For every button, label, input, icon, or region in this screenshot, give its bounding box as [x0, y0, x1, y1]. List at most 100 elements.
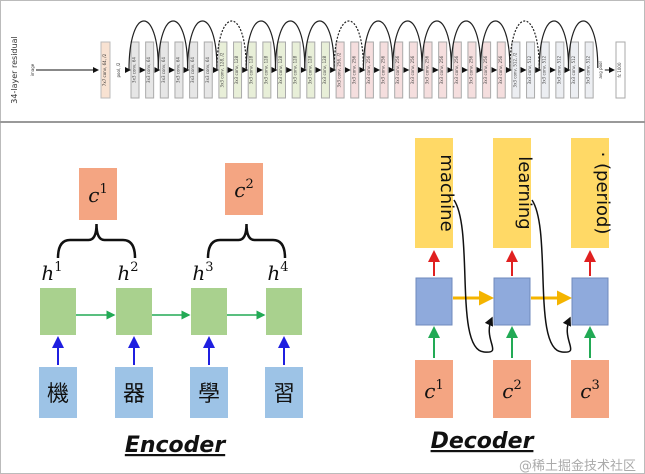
layer-label: 3x3 conv, 128	[278, 55, 283, 84]
decoder-hidden-box	[493, 277, 531, 326]
layer-label: 3x3 conv, 256, /2	[337, 52, 342, 87]
layer-label: 3x3 conv, 256	[351, 55, 356, 84]
layer-label: 3x3 conv, 128	[234, 55, 239, 84]
layer-label: 3x3 conv, 512	[527, 55, 532, 84]
layer-label: 3x3 conv, 64	[205, 57, 210, 83]
resnet-input-label: image	[30, 63, 35, 76]
skip-connection	[128, 20, 159, 71]
encoder-title: Encoder	[125, 433, 227, 458]
skip-connection	[538, 20, 570, 71]
layer-box	[467, 41, 477, 99]
layer-label: 3x3 conv, 64	[175, 57, 180, 83]
fc-label: fc 1000	[617, 62, 622, 78]
layer-box	[584, 41, 594, 99]
decoder-output-box	[415, 138, 453, 248]
feedback-arrow	[531, 199, 572, 353]
layer-box	[438, 41, 448, 99]
layer-label: 3x3 conv, 128	[249, 55, 254, 84]
encoder-input-char: 學	[198, 382, 220, 407]
layer-box	[540, 41, 550, 99]
layer-box	[423, 41, 433, 99]
layer-box	[218, 41, 228, 99]
layer-box	[306, 41, 316, 99]
layer-box	[291, 41, 301, 99]
layer-box	[320, 41, 330, 99]
layer-label: 3x3 conv, 512, /2	[512, 52, 517, 87]
decoder-context-box	[571, 360, 609, 418]
encoder-context-box	[79, 168, 117, 220]
encoder-hidden-box	[116, 288, 152, 335]
layer-box	[394, 41, 404, 99]
decoder-output-word: learning	[514, 156, 535, 229]
encoder-input-box	[265, 367, 303, 418]
layer-box	[408, 41, 418, 99]
brace	[206, 223, 287, 259]
fc-box	[615, 41, 626, 99]
skip-connection	[245, 20, 277, 71]
hidden-state-label: h3	[192, 260, 213, 285]
resnet-title: 34-layer residual	[10, 36, 19, 103]
encoder-input-char: 習	[273, 382, 295, 407]
hidden-state-label: h2	[117, 260, 138, 285]
decoder-output-word: · (period)	[592, 152, 613, 235]
encoder-context-box	[225, 163, 263, 215]
layer-label: 3x3 conv, 64	[161, 57, 166, 83]
encoder-input-box	[190, 367, 228, 418]
encoder-input-box	[39, 367, 77, 418]
layer-box	[145, 41, 155, 99]
layer-box	[174, 41, 184, 99]
layer-box	[159, 41, 169, 99]
layer-label: 3x3 conv, 256	[439, 55, 444, 84]
layer-label: 3x3 conv, 256	[366, 55, 371, 84]
watermark: @稀土掘金技术社区	[519, 458, 636, 474]
decoder-hidden-box	[415, 277, 453, 326]
layer-box	[247, 41, 257, 99]
layer-label: 3x3 conv, 512	[542, 55, 547, 84]
skip-connection	[509, 20, 540, 71]
layer-box	[335, 41, 345, 99]
encoder-input-box	[115, 367, 153, 418]
layer-box	[203, 41, 213, 99]
decoder-context-box	[493, 360, 531, 418]
layer-label: 3x3 conv, 256	[498, 55, 503, 84]
layer-label: 3x3 conv, 128	[322, 55, 327, 84]
decoder-output-box	[493, 138, 531, 248]
layer-label: 3x3 conv, 64	[190, 57, 195, 83]
skip-connection	[333, 20, 364, 71]
layer-label: 3x3 conv, 128	[293, 55, 298, 84]
layer-label: 3x3 conv, 64	[146, 57, 151, 83]
layer-label: 3x3 conv, 256	[468, 55, 473, 84]
layer-box-first	[100, 41, 111, 99]
skip-connection	[450, 20, 482, 71]
skip-connection	[362, 20, 394, 71]
encoder-hidden-box	[191, 288, 227, 335]
layer-label: 3x3 conv, 128	[307, 55, 312, 84]
layer-box	[570, 41, 579, 99]
layer-box	[277, 41, 286, 99]
skip-connection	[392, 20, 423, 71]
layer-box	[496, 41, 506, 99]
layer-label: 3x3 conv, 256	[395, 55, 400, 84]
decoder-hidden-box	[571, 277, 609, 326]
layer-label: 3x3 conv, 512	[556, 55, 561, 84]
hidden-state-label: h1	[41, 260, 62, 285]
skip-connection	[304, 20, 335, 71]
layer-label: 3x3 conv, 256	[425, 55, 430, 84]
layer-box	[262, 41, 272, 99]
avg-pool-label: avg pool	[598, 61, 603, 78]
layer-label: 3x3 conv, 64	[132, 57, 137, 83]
layer-box	[526, 41, 536, 99]
layer-label: 3x3 conv, 256	[454, 55, 459, 84]
layer-label: 7x7 conv, 64, /2	[102, 53, 107, 86]
layer-box	[555, 41, 565, 99]
layer-box	[452, 41, 462, 99]
skip-connection	[274, 20, 306, 71]
encoder-hidden-box	[40, 288, 76, 335]
layer-box	[511, 41, 521, 99]
encoder-input-char: 機	[47, 382, 69, 407]
decoder-context-label: c1	[424, 378, 443, 403]
